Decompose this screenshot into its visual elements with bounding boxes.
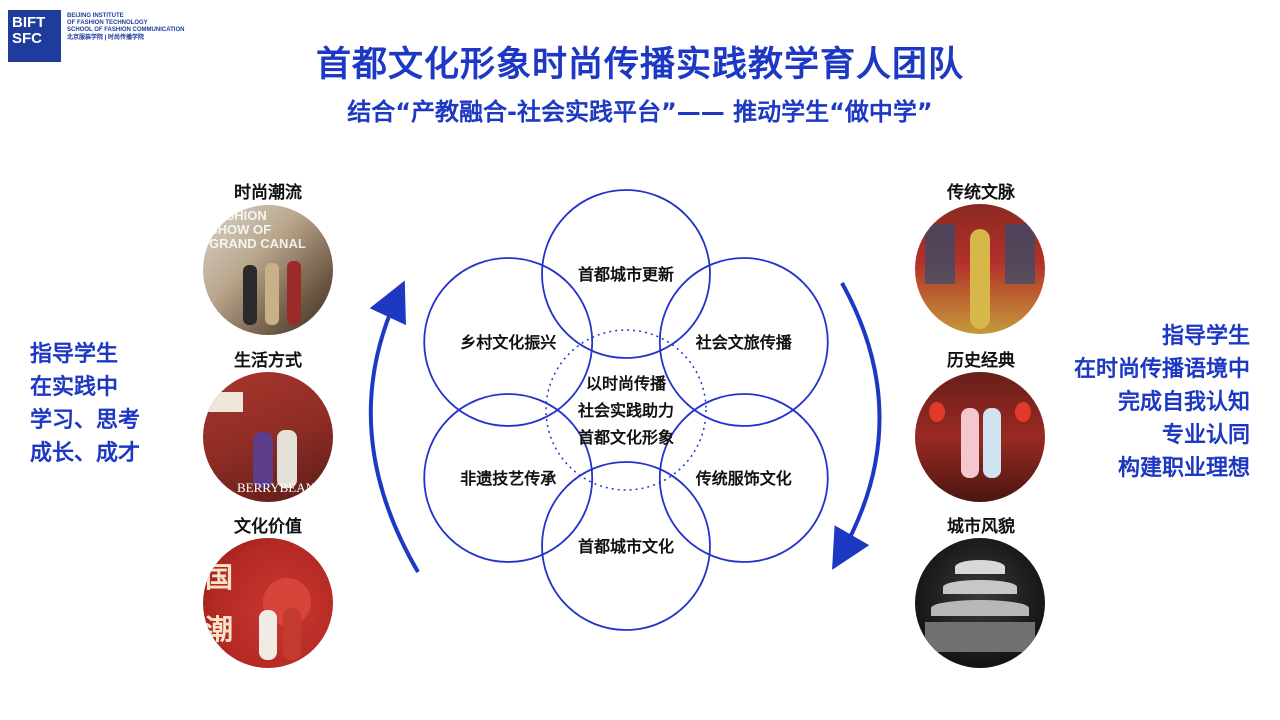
petal-label: 传统服饰文化 [695, 469, 792, 488]
logo-line-4: 北京服装学院 | 时尚传播学院 [67, 34, 145, 41]
left-text-line: 在实践中 [30, 375, 119, 400]
left-text-line: 指导学生 [30, 342, 119, 367]
lifestyle-photo-overlay: BERRYBEANS [237, 480, 323, 495]
petal-label: 乡村文化振兴 [460, 333, 556, 352]
center-text-line: 社会实践助力 [577, 401, 674, 420]
left-arrow [368, 280, 420, 574]
left-text-block: 指导学生 在实践中 学习、思考 成长、成才 [30, 338, 140, 470]
center-text-line: 以时尚传播 [586, 374, 667, 393]
photo-label-tradition: 传统文脉 [947, 183, 1015, 203]
logo-line-1: BEIJING INSTITUTE [67, 13, 124, 19]
photo-label-city: 城市风貌 [947, 517, 1015, 537]
page-title: 首都文化形象时尚传播实践教学育人团队 [315, 45, 964, 85]
photo-label-culture: 文化价值 [234, 517, 302, 537]
right-text-line: 完成自我认知 [1117, 390, 1250, 415]
left-text-line: 成长、成才 [30, 441, 141, 466]
right-text-line: 在时尚传播语境中 [1073, 357, 1250, 382]
petal-circle [541, 189, 711, 359]
lifestyle-photo: BERRYBEANS [203, 372, 333, 502]
petal-circle [658, 393, 829, 563]
right-arrow [832, 282, 882, 570]
petal-label: 社会文旅传播 [695, 333, 793, 352]
tradition-photo [915, 204, 1045, 334]
petal-circle [423, 393, 594, 563]
page-subtitle: 结合“产教融合-社会实践平台”—— 推动学生“做中学” [347, 98, 933, 126]
center-text-line: 首都文化形象 [578, 428, 674, 447]
petal-circle [658, 257, 829, 427]
logo-line-2: OF FASHION TECHNOLOGY [67, 20, 148, 27]
logo-mark: BIFT SFC [12, 14, 46, 47]
center-circle [545, 329, 707, 491]
logo-text: BEIJING INSTITUTE OF FASHION TECHNOLOGY … [67, 13, 184, 42]
photo-label-fashion: 时尚潮流 [234, 183, 302, 203]
petal-circle [423, 257, 594, 427]
right-text-line: 专业认同 [1161, 423, 1250, 448]
petal-circle [541, 461, 711, 631]
petal-label: 非遗技艺传承 [460, 469, 556, 488]
photo-label-lifestyle: 生活方式 [234, 351, 302, 371]
right-text-block: 指导学生 在时尚传播语境中 完成自我认知 专业认同 构建职业理想 [1074, 320, 1250, 485]
history-photo [915, 372, 1045, 502]
culture-photo: 国潮 [203, 538, 333, 668]
photo-label-history: 历史经典 [947, 351, 1015, 371]
culture-photo-overlay: 国潮 [205, 561, 234, 646]
city-photo [915, 538, 1045, 668]
petal-label: 首都城市更新 [578, 265, 674, 284]
fashion-photo-overlay: FASHION SHOW OF GRAND CANAL [209, 208, 306, 251]
left-text-line: 学习、思考 [30, 408, 141, 433]
logo-line-3: SCHOOL OF FASHION COMMUNICATION [67, 27, 185, 34]
right-text-line: 构建职业理想 [1117, 456, 1250, 481]
right-text-line: 指导学生 [1161, 324, 1250, 349]
bift-logo: BIFT SFC [8, 10, 61, 62]
fashion-photo: FASHION SHOW OF GRAND CANAL [203, 205, 333, 335]
petal-label: 首都城市文化 [578, 537, 674, 556]
